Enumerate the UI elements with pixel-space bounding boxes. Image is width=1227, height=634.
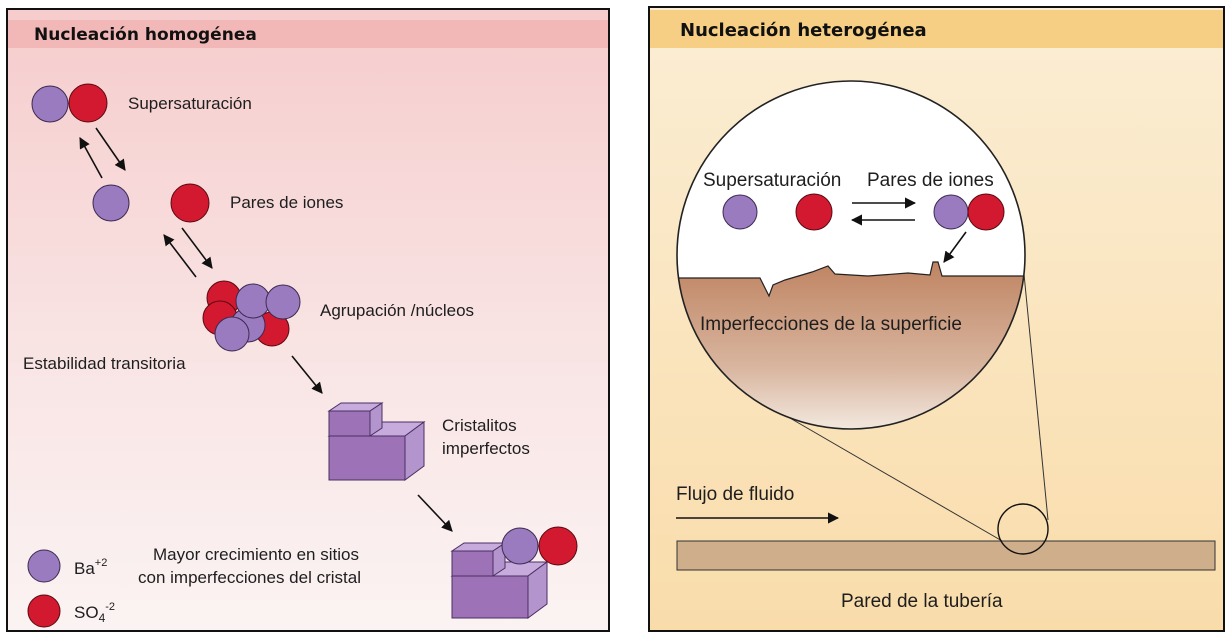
magnified-view: Supersaturación Pares de iones Imperfecc…: [676, 80, 1026, 430]
barium-ion: [933, 194, 969, 230]
zoom-region-marker: [997, 503, 1049, 555]
crystallites-label-line2: imperfectos: [442, 439, 530, 458]
barium-ion: [31, 85, 69, 123]
ion-cluster: [202, 280, 301, 352]
deposition-arrow: [943, 231, 967, 263]
barium-ion: [722, 194, 758, 230]
pipe-surface: [677, 262, 1025, 429]
growth-label-line2: con imperfecciones del cristal: [138, 568, 361, 587]
transient-stability-label: Estabilidad transitoria: [23, 354, 186, 373]
legend-barium-swatch: [27, 549, 61, 583]
pipe-wall: [676, 540, 1216, 571]
sulfate-ion: [538, 526, 578, 566]
clustering-label: Agrupación /núcleos: [320, 301, 474, 320]
right-panel: Nucleación heterogénea Supersaturación P…: [648, 6, 1225, 632]
surface-imperfections-label: Imperfecciones de la superficie: [700, 314, 962, 335]
equilibrium-arrow-up: [163, 234, 197, 278]
crystallites-label-line1: Cristalitos: [442, 416, 517, 435]
grown-crystal: [450, 542, 549, 619]
equilibrium-arrow-down: [181, 227, 213, 269]
sulfate-ion: [170, 183, 210, 223]
sulfate-ion: [795, 193, 833, 231]
right-panel-header: [650, 10, 1223, 48]
sulfate-ion: [967, 193, 1005, 231]
legend-sulfate-swatch: [27, 594, 61, 628]
equilibrium-arrow-up: [79, 137, 103, 179]
left-panel-header: [8, 20, 608, 48]
ion-pairs-label: Pares de iones: [230, 193, 343, 212]
left-panel: Nucleación homogénea Supersaturación Par…: [6, 8, 610, 632]
supersaturation-label: Supersaturación: [128, 94, 252, 113]
pipe-wall-label: Pared de la tubería: [841, 591, 1003, 612]
left-panel-frame: [6, 8, 610, 632]
fluid-flow-label: Flujo de fluido: [676, 484, 794, 505]
growth-label-line1: Mayor crecimiento en sitios: [153, 545, 359, 564]
legend-barium-label: Ba+2: [74, 557, 107, 578]
ion-pairs-label: Pares de iones: [867, 170, 994, 191]
barium-ion: [501, 527, 539, 565]
sulfate-ion: [68, 83, 108, 123]
legend-sulfate-label: SO4-2: [74, 601, 115, 625]
surface-profile-line: [677, 261, 1025, 298]
barium-ion: [92, 184, 130, 222]
zoom-line: [1023, 273, 1049, 521]
equilibrium-arrow-down: [95, 127, 126, 171]
supersaturation-label: Supersaturación: [703, 170, 841, 191]
legend: Ba+2 SO4-2: [27, 549, 115, 628]
growth-arrow: [291, 355, 323, 394]
left-panel-title: Nucleación homogénea: [34, 25, 257, 45]
right-panel-title: Nucleación heterogénea: [680, 20, 927, 41]
zoom-line: [782, 413, 1010, 546]
growth-arrow: [417, 494, 453, 532]
imperfect-crystallite: [327, 402, 426, 481]
